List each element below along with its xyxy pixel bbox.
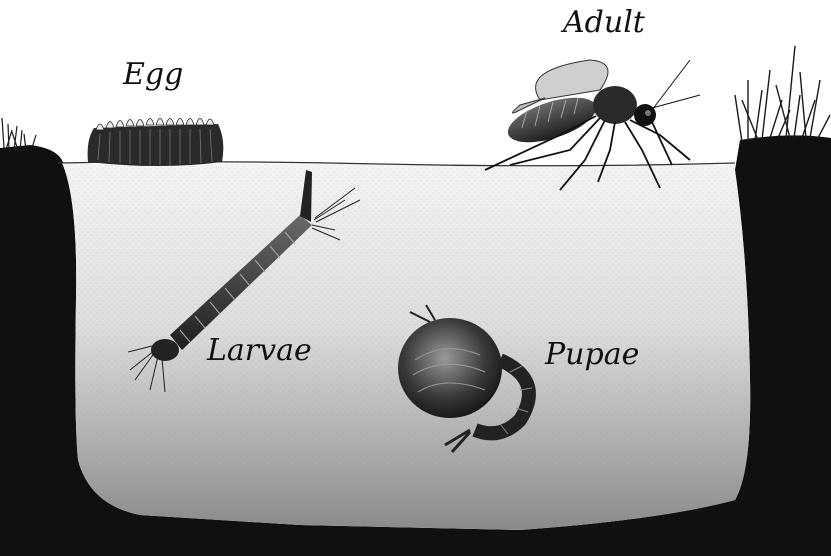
egg-label: Egg <box>123 60 183 90</box>
adult-label: Adult <box>563 8 645 38</box>
egg-raft-illustration <box>88 119 224 167</box>
pupae-label: Pupae <box>545 340 639 370</box>
grass-right <box>735 46 830 142</box>
larvae-label: Larvae <box>207 336 312 366</box>
